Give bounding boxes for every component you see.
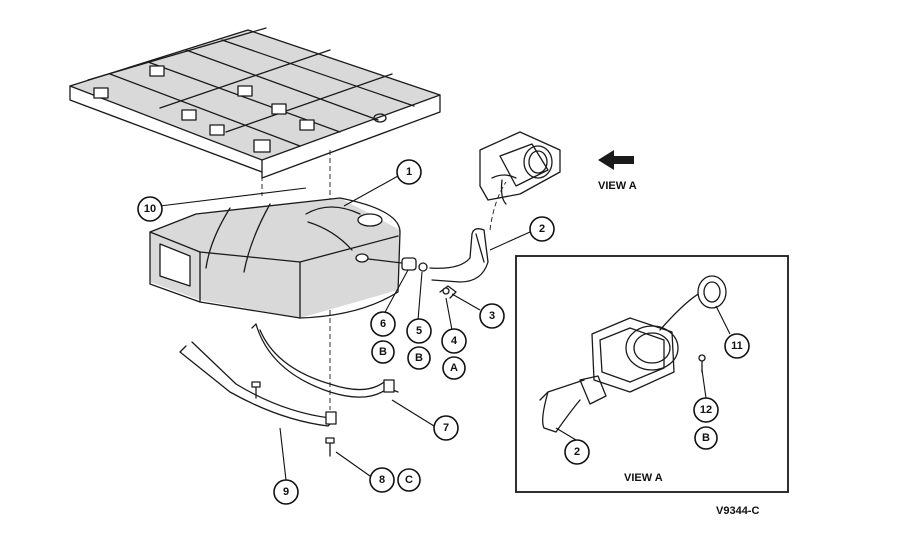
callout-7: 7 <box>433 415 459 441</box>
svg-text:4: 4 <box>451 335 458 347</box>
figure-code: V9344-C <box>716 505 759 517</box>
leader-lines <box>159 175 731 481</box>
view-label-top: VIEW A <box>598 180 637 192</box>
callout-9: 9 <box>273 479 299 505</box>
svg-text:12: 12 <box>700 404 712 416</box>
svg-text:9: 9 <box>283 486 289 498</box>
callout-letter-b-6: B <box>371 340 395 364</box>
fuel-tank <box>149 197 428 319</box>
view-a-arrow <box>598 150 634 170</box>
svg-text:10: 10 <box>144 203 156 215</box>
vehicle-frame <box>69 27 441 179</box>
svg-text:B: B <box>702 432 710 444</box>
svg-text:A: A <box>450 362 458 374</box>
svg-text:1: 1 <box>406 166 412 178</box>
svg-text:3: 3 <box>489 310 495 322</box>
callout-letter-b-5: B <box>407 346 431 370</box>
view-a-inset <box>515 255 789 493</box>
callout-11: 11 <box>724 333 750 359</box>
svg-text:C: C <box>405 474 413 486</box>
svg-text:6: 6 <box>380 318 386 330</box>
callout-letter-c-8: C <box>397 468 421 492</box>
callout-letter-b-12: B <box>694 426 718 450</box>
callout-1: 1 <box>396 159 422 185</box>
callout-3: 3 <box>479 303 505 329</box>
fill-door-view <box>479 131 561 205</box>
callout-6: 6 <box>370 311 396 337</box>
svg-text:8: 8 <box>379 474 385 486</box>
svg-text:B: B <box>415 352 423 364</box>
svg-text:7: 7 <box>443 422 449 434</box>
callout-5: 5 <box>406 318 432 344</box>
view-label-inset: VIEW A <box>624 472 663 484</box>
filler-pipe <box>429 181 507 299</box>
callout-4: 4 <box>441 328 467 354</box>
callout-10: 10 <box>137 196 163 222</box>
callout-letter-a-4: A <box>442 356 466 380</box>
svg-text:2: 2 <box>574 446 580 458</box>
callout-12: 12 <box>693 397 719 423</box>
tank-straps <box>179 323 399 457</box>
callout-8: 8 <box>369 467 395 493</box>
callout-2: 2 <box>529 216 555 242</box>
svg-text:5: 5 <box>416 325 422 337</box>
callout-2-inset: 2 <box>564 439 590 465</box>
svg-text:2: 2 <box>539 223 545 235</box>
svg-text:11: 11 <box>731 340 743 352</box>
svg-text:B: B <box>379 346 387 358</box>
